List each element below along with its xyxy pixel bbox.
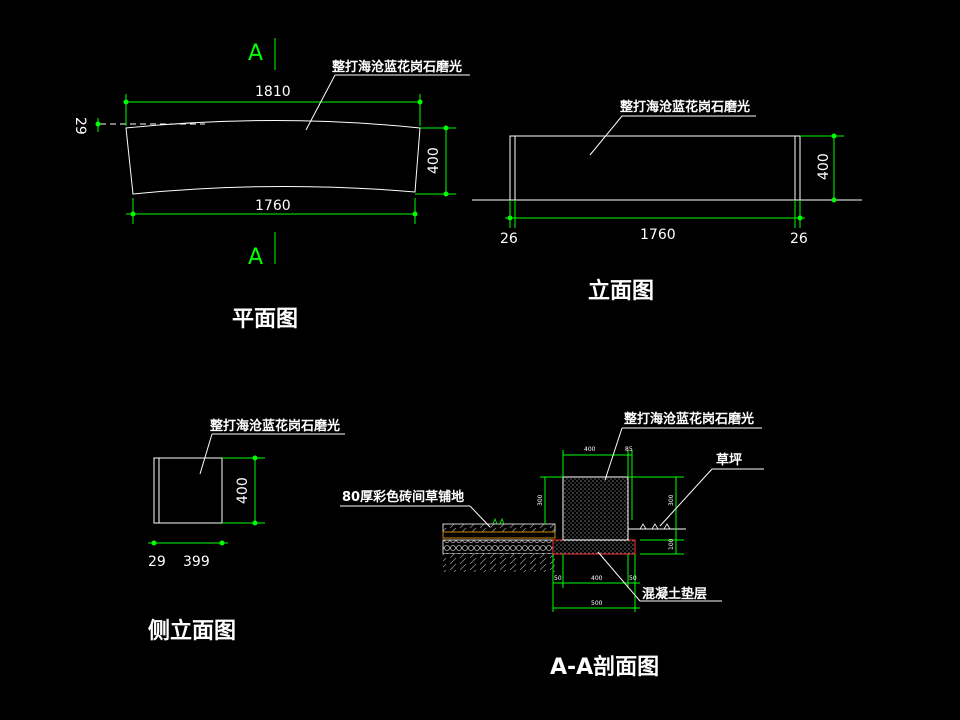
dim-tick — [831, 133, 837, 139]
section-gravel-layer — [442, 539, 556, 555]
plan-dim-left: 29 — [72, 117, 88, 135]
section-grass-symbol — [639, 523, 671, 530]
section-sand-layer — [442, 531, 556, 539]
section-concrete-pad — [552, 539, 636, 555]
elevation-dim-height: 400 — [816, 153, 832, 180]
section-dim-bottom-c: 50 — [629, 575, 637, 582]
plan-view: A A 1810 1760 400 29 整打海沧蓝花岗石磨光 — [72, 38, 470, 332]
section-grass-note: 草坪 — [716, 452, 742, 468]
elevation-stone-outline — [509, 135, 801, 201]
side-dim-a: 29 — [148, 554, 166, 570]
section-mark-top: A — [248, 41, 263, 66]
section-dim-right-a: 300 — [668, 494, 675, 506]
plan-leader — [305, 74, 336, 131]
plan-stone-outline — [125, 120, 421, 195]
section-view: 400 85 300 300 100 50 400 50 500 整打海沧蓝花岗… — [340, 411, 764, 680]
dim-tick — [123, 99, 129, 105]
section-concrete-note: 混凝土垫层 — [642, 586, 707, 602]
dim-tick — [219, 540, 225, 546]
elevation-dim-width: 1760 — [640, 227, 676, 243]
side-title: 侧立面图 — [148, 618, 236, 644]
section-stone-note: 整打海沧蓝花岗石磨光 — [623, 411, 754, 427]
dim-tick — [95, 121, 101, 127]
elevation-material-note: 整打海沧蓝花岗石磨光 — [619, 99, 750, 115]
side-dim-b: 399 — [183, 554, 210, 570]
section-dim-bottom-total: 500 — [591, 600, 603, 607]
plan-dim-top: 1810 — [255, 84, 291, 100]
section-paving-layer — [442, 523, 556, 533]
dim-tick — [412, 211, 418, 217]
section-paving-note: 80厚彩色砖间草铺地 — [342, 489, 464, 505]
dim-tick — [252, 520, 258, 526]
side-leader — [199, 433, 213, 475]
elevation-view: 1760 26 26 400 整打海沧蓝花岗石磨光 立面图 — [472, 99, 862, 304]
side-material-note: 整打海沧蓝花岗石磨光 — [209, 418, 340, 434]
dim-tick — [252, 455, 258, 461]
dim-tick — [443, 125, 449, 131]
dim-tick — [831, 197, 837, 203]
dim-tick — [130, 211, 136, 217]
section-grass-leader — [659, 468, 713, 527]
section-mark-bottom: A — [248, 245, 263, 270]
dim-tick — [797, 215, 803, 221]
elevation-dim-right: 26 — [790, 231, 808, 247]
section-soil-layer — [443, 554, 555, 572]
elevation-dim-left: 26 — [500, 231, 518, 247]
dim-tick — [507, 215, 513, 221]
section-paving-leader — [469, 505, 491, 528]
section-title: A-A剖面图 — [550, 654, 659, 680]
section-dim-left: 300 — [537, 494, 544, 506]
section-dim-top-a: 400 — [584, 446, 596, 453]
plan-title: 平面图 — [232, 307, 298, 332]
plan-dim-bottom: 1760 — [255, 198, 291, 214]
plan-dim-right: 400 — [426, 147, 442, 174]
side-dim-height: 400 — [235, 477, 251, 504]
plan-material-note: 整打海沧蓝花岗石磨光 — [331, 59, 462, 75]
side-stone-outline — [153, 457, 223, 524]
section-concrete-leader — [597, 551, 641, 602]
section-grass-tuft — [492, 517, 505, 525]
side-elevation-view: 400 29 399 整打海沧蓝花岗石磨光 侧立面图 — [148, 418, 345, 644]
dim-tick — [417, 99, 423, 105]
section-dim-top-b: 85 — [625, 446, 633, 453]
section-stone-leader — [604, 427, 623, 481]
section-stone-block — [562, 476, 629, 541]
dim-tick — [443, 191, 449, 197]
elevation-title: 立面图 — [588, 278, 654, 304]
section-dim-bottom-a: 50 — [554, 575, 562, 582]
section-dim-right-b: 100 — [668, 538, 675, 550]
section-dim-bottom-b: 400 — [591, 575, 603, 582]
elevation-leader — [589, 115, 623, 156]
dim-tick — [151, 540, 157, 546]
